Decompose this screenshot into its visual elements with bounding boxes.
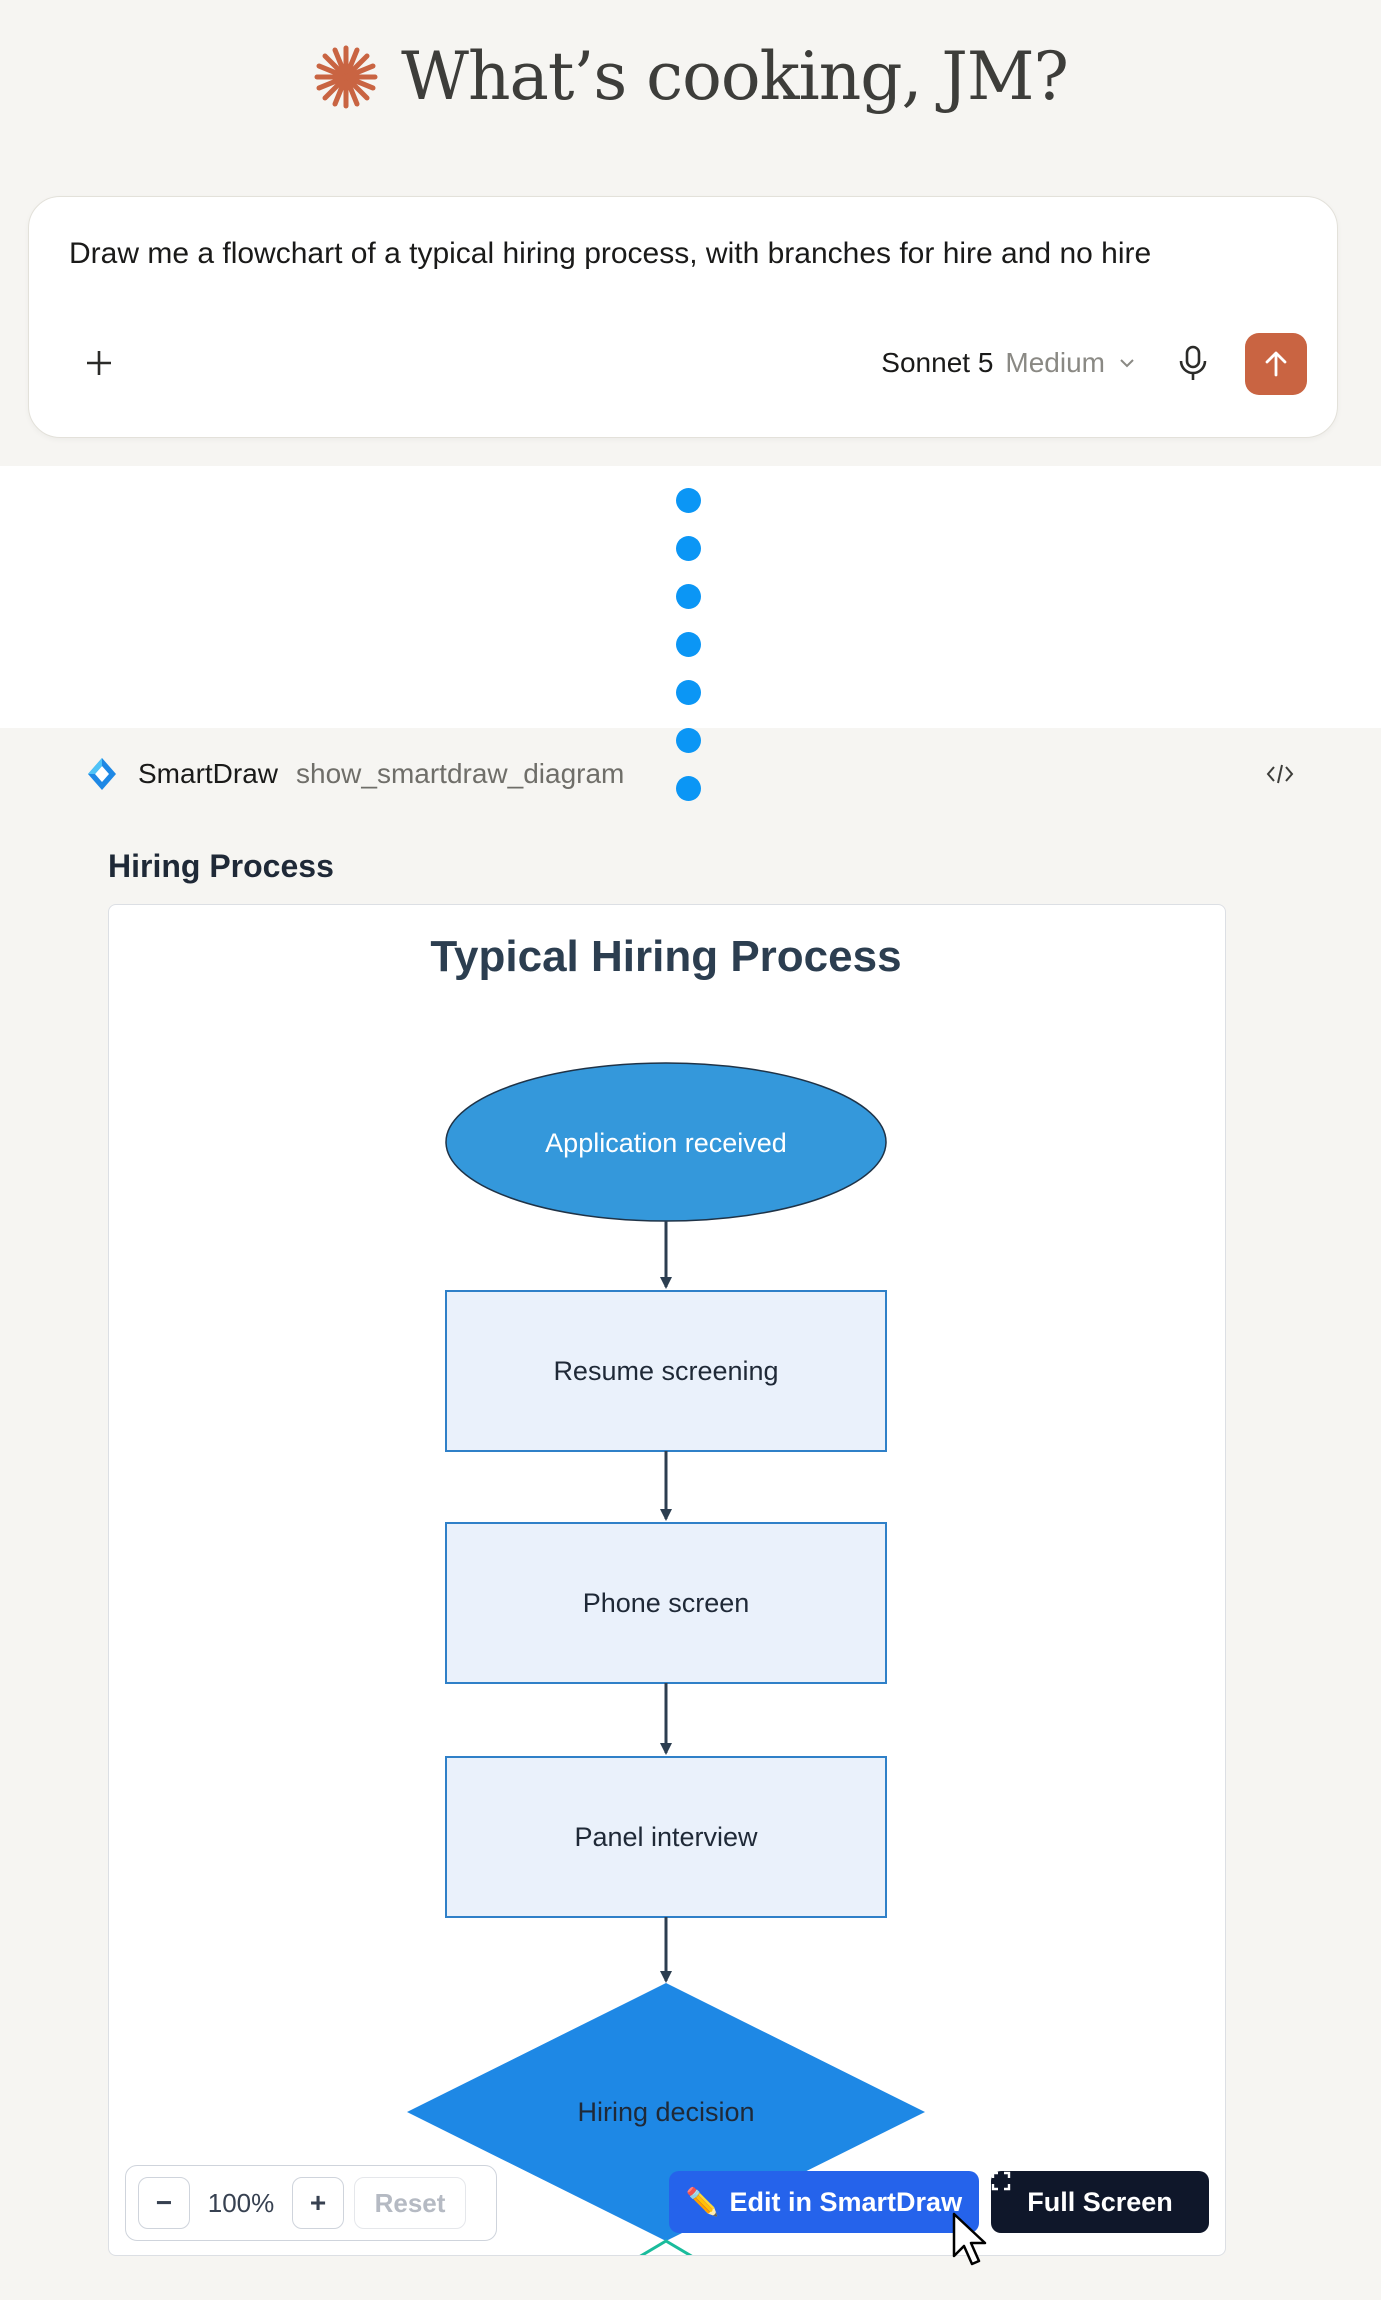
reset-button[interactable]: Reset	[354, 2177, 466, 2229]
full-screen-label: Full Screen	[1027, 2186, 1173, 2217]
node-label: Panel interview	[574, 1822, 758, 1852]
zoom-in-button[interactable]: +	[292, 2177, 344, 2229]
code-icon[interactable]	[1264, 758, 1296, 790]
flowchart-svg: Typical Hiring Process Application recei…	[407, 932, 925, 2255]
node-process-box[interactable]	[445, 1756, 887, 1918]
loading-dot	[676, 776, 701, 801]
claude-spark-icon	[314, 45, 378, 108]
tool-name: SmartDraw	[138, 758, 279, 789]
tool-function: show_smartdraw_diagram	[296, 758, 625, 789]
zoom-level: 100%	[207, 2187, 275, 2218]
chevron-down-icon	[1120, 359, 1134, 368]
node-label: Phone screen	[583, 1588, 750, 1618]
effort-level: Medium	[1005, 347, 1105, 378]
zoom-out-button[interactable]: −	[138, 2177, 190, 2229]
loading-dot	[676, 488, 701, 513]
loading-dot	[676, 536, 701, 561]
add-attachment-icon[interactable]	[81, 345, 117, 381]
greeting: What’s cooking, JM?	[0, 38, 1381, 115]
mouse-cursor-icon	[952, 2212, 987, 2266]
edit-button-label: Edit in SmartDraw	[729, 2186, 963, 2217]
loading-dot	[676, 728, 701, 753]
card-title: Hiring Process	[108, 848, 334, 884]
send-button[interactable]	[1245, 333, 1307, 395]
microphone-icon[interactable]	[1173, 343, 1213, 383]
tool-call-header[interactable]: SmartDraw show_smartdraw_diagram	[86, 756, 1296, 792]
pencil-icon: ✏️	[685, 2187, 720, 2217]
diagram-title: Typical Hiring Process	[430, 932, 901, 981]
node-label: Application received	[545, 1128, 787, 1158]
node-process-box[interactable]	[445, 1290, 887, 1452]
full-screen-button[interactable]: Full Screen	[991, 2171, 1209, 2233]
fullscreen-icon	[991, 2171, 1011, 2191]
model-name: Sonnet 5	[881, 347, 994, 378]
loading-indicator	[676, 488, 702, 824]
loading-dot	[676, 632, 701, 657]
branch-connector	[639, 2239, 693, 2255]
edit-in-smartdraw-button[interactable]: ✏️ Edit in SmartDraw	[669, 2171, 979, 2233]
greeting-title: What’s cooking, JM?	[401, 38, 1069, 115]
prompt-text[interactable]: Draw me a flowchart of a typical hiring …	[69, 237, 1152, 270]
arrow-up-icon	[1265, 351, 1287, 377]
chat-composer: Draw me a flowchart of a typical hiring …	[28, 196, 1338, 438]
node-label: Resume screening	[553, 1356, 778, 1386]
loading-dot	[676, 680, 701, 705]
smartdraw-logo-icon	[88, 758, 116, 790]
model-selector[interactable]: Sonnet 5 Medium	[881, 347, 1137, 379]
node-process-box[interactable]	[445, 1522, 887, 1684]
diagram-canvas[interactable]: Typical Hiring Process Application recei…	[108, 904, 1226, 2256]
loading-dot	[676, 584, 701, 609]
zoom-controls: − 100% + Reset	[125, 2165, 497, 2241]
node-label: Hiring decision	[577, 2097, 754, 2127]
